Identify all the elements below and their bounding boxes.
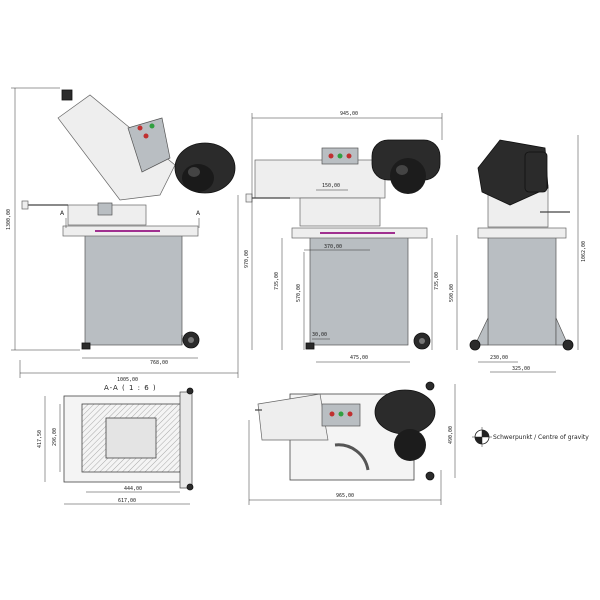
section-mark-left: A <box>60 210 65 217</box>
left-cabinet <box>84 234 183 346</box>
dim-front-height-outer: 970,00 <box>244 250 250 268</box>
front-cabinet <box>309 236 409 346</box>
front-saw-arm <box>254 159 386 199</box>
centre-of-gravity-legend: Schwerpunkt / Centre of gravity <box>472 427 589 447</box>
dim-side-590: 590,00 <box>449 284 455 302</box>
section-mark-right: A <box>196 210 201 217</box>
dim-front-30: 30,00 <box>312 332 327 338</box>
dim-section-h-417: 417,50 <box>37 430 43 448</box>
dim-front-150: 150,00 <box>322 183 340 189</box>
side-cabinet <box>487 236 557 346</box>
dim-front-width-top: 945,00 <box>340 111 358 117</box>
dim-section-617: 617,00 <box>118 498 136 504</box>
dim-top-width: 965,00 <box>336 493 354 499</box>
dim-section-444: 444,00 <box>124 486 142 492</box>
dim-front-475: 475,00 <box>350 355 368 361</box>
dim-side-325: 325,00 <box>512 366 530 372</box>
dim-front-370: 370,00 <box>324 244 342 250</box>
left-view: A A 1300,00 1005,00 768,00 <box>6 87 239 383</box>
left-saw-arm <box>57 94 176 201</box>
section-label: A-A ( 1 : 6 ) <box>104 384 157 392</box>
top-motor <box>374 389 436 435</box>
legend-text: Schwerpunkt / Centre of gravity <box>493 434 589 441</box>
dim-left-width-bottom: 1005,00 <box>117 377 138 383</box>
dim-side-230: 230,00 <box>490 355 508 361</box>
dim-section-h-296: 296,00 <box>52 428 58 446</box>
top-view: 965,00 490,00 <box>248 381 456 505</box>
section-view: A-A ( 1 : 6 ) 417,50 296,00 444,00 617,0… <box>37 384 194 505</box>
dim-front-h-735-left: 735,00 <box>274 272 280 290</box>
dim-left-width-base: 768,00 <box>150 360 168 366</box>
side-view: 1062,00 590,00 230,00 325,00 <box>449 135 587 373</box>
top-saw-arm <box>257 393 329 441</box>
dim-front-h-570: 570,00 <box>296 284 302 302</box>
dim-left-height: 1300,00 <box>6 209 12 230</box>
dim-front-h-735-right: 735,00 <box>434 272 440 290</box>
front-view: 945,00 970,00 735,00 570,00 735,00 150,0… <box>244 111 443 363</box>
dim-side-height: 1062,00 <box>581 241 587 262</box>
dim-top-height: 490,00 <box>448 426 454 444</box>
